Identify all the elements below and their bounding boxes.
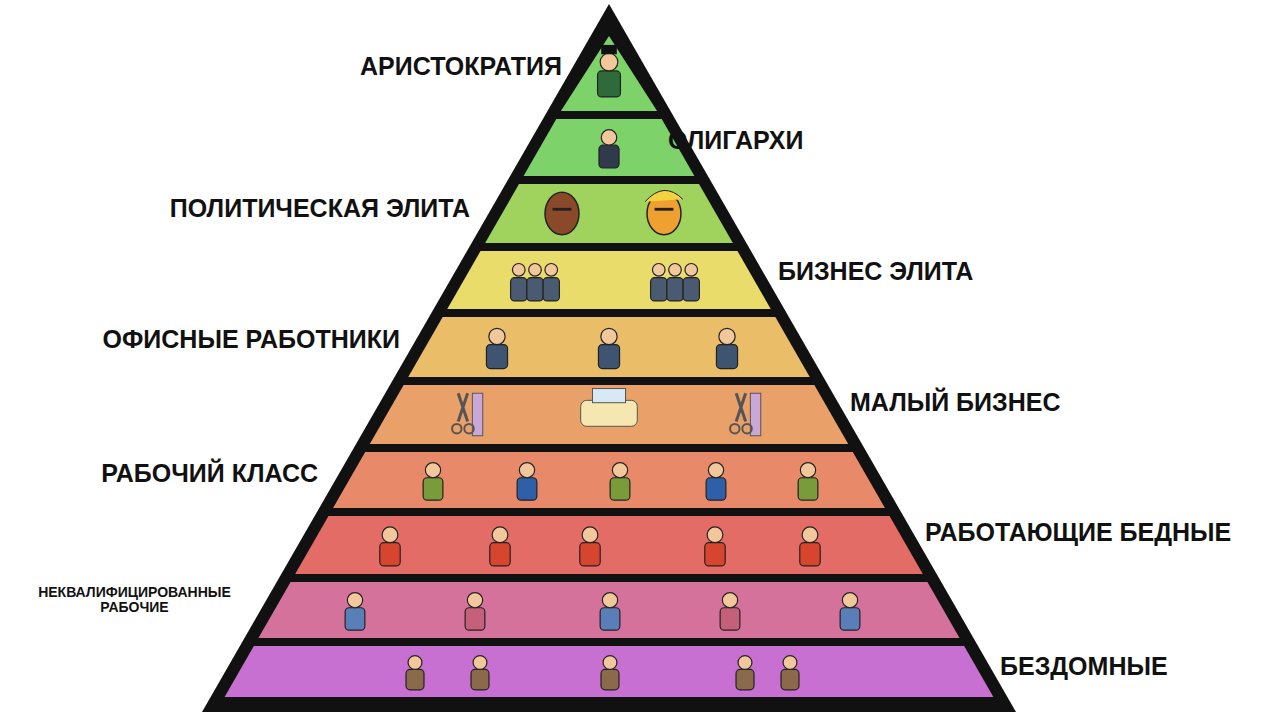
person-icon xyxy=(610,463,630,501)
band-icons xyxy=(486,328,737,368)
person-icon xyxy=(798,463,818,501)
band-fill xyxy=(485,184,733,243)
person-icon xyxy=(465,593,485,631)
band-icons xyxy=(423,463,818,501)
band-fill xyxy=(295,516,923,574)
band-icons xyxy=(452,389,761,436)
person-icon xyxy=(345,593,365,631)
band-fill xyxy=(258,582,959,638)
person-icon xyxy=(720,593,740,631)
person-icon xyxy=(800,527,820,566)
person-icon xyxy=(380,527,400,566)
band-icons xyxy=(598,45,621,97)
person-icon xyxy=(581,389,638,427)
person-icon xyxy=(705,527,725,566)
person-icon xyxy=(511,263,560,300)
band-shape xyxy=(0,36,1278,111)
person-icon xyxy=(645,190,683,234)
class-label: МАЛЫЙ БИЗНЕС xyxy=(850,389,1061,417)
band-fill xyxy=(561,36,657,111)
class-label: ОФИСНЫЕ РАБОТНИКИ xyxy=(103,326,400,354)
person-icon xyxy=(452,393,483,435)
person-icon xyxy=(706,463,726,501)
band-icons xyxy=(406,656,799,690)
person-icon xyxy=(598,328,619,368)
person-icon xyxy=(781,656,799,690)
band-fill xyxy=(370,385,848,444)
person-icon xyxy=(600,593,620,631)
class-label: ОЛИГАРХИ xyxy=(668,127,803,155)
person-icon xyxy=(517,463,537,501)
pyramid-band: ОЛИГАРХИ xyxy=(0,119,1278,176)
person-icon xyxy=(486,328,507,368)
class-label: АРИСТОКРАТИЯ xyxy=(360,53,562,81)
person-icon xyxy=(601,656,619,690)
band-fill xyxy=(225,646,994,697)
class-label: РАБОЧИЙ КЛАСС xyxy=(101,460,318,488)
person-icon xyxy=(716,328,737,368)
band-icons xyxy=(545,190,683,234)
band-fill xyxy=(408,317,810,377)
pyramid-band: БИЗНЕС ЭЛИТА xyxy=(0,251,1278,309)
person-icon xyxy=(490,527,510,566)
band-icons xyxy=(345,593,860,631)
pyramid-band: РАБОЧИЙ КЛАСС xyxy=(0,452,1278,508)
band-shape xyxy=(0,251,1278,309)
pyramid-band: МАЛЫЙ БИЗНЕС xyxy=(0,385,1278,444)
band-icons xyxy=(599,130,619,168)
person-icon xyxy=(598,45,621,97)
class-label: ПОЛИТИЧЕСКАЯ ЭЛИТА xyxy=(170,195,470,223)
person-icon xyxy=(423,463,443,501)
person-icon xyxy=(599,130,619,168)
person-icon xyxy=(545,192,579,234)
person-icon xyxy=(471,656,489,690)
person-icon xyxy=(580,527,600,566)
pyramid-band: АРИСТОКРАТИЯ xyxy=(0,36,1278,111)
pyramid-band: ПОЛИТИЧЕСКАЯ ЭЛИТА xyxy=(0,184,1278,243)
band-fill xyxy=(447,251,770,309)
pyramid-band: ОФИСНЫЕ РАБОТНИКИ xyxy=(0,317,1278,377)
person-icon xyxy=(406,656,424,690)
class-label: НЕКВАЛИФИЦИРОВАННЫЕ РАБОЧИЕ xyxy=(12,585,257,616)
pyramid-frame xyxy=(202,4,1016,712)
class-label: РАБОТАЮЩИЕ БЕДНЫЕ xyxy=(925,519,1231,547)
person-icon xyxy=(730,393,761,435)
band-icons xyxy=(380,527,820,566)
pyramid-band: НЕКВАЛИФИЦИРОВАННЫЕ РАБОЧИЕ xyxy=(0,582,1278,638)
band-fill xyxy=(333,452,885,508)
band-shape xyxy=(0,119,1278,176)
pyramid-band: БЕЗДОМНЫЕ xyxy=(0,646,1278,697)
class-label: БЕЗДОМНЫЕ xyxy=(1000,653,1168,681)
person-icon xyxy=(736,656,754,690)
band-icons xyxy=(511,263,700,300)
person-icon xyxy=(840,593,860,631)
class-label: БИЗНЕС ЭЛИТА xyxy=(778,258,973,286)
band-shape xyxy=(0,385,1278,444)
person-icon xyxy=(651,263,700,300)
pyramid-band: РАБОТАЮЩИЕ БЕДНЫЕ xyxy=(0,516,1278,574)
